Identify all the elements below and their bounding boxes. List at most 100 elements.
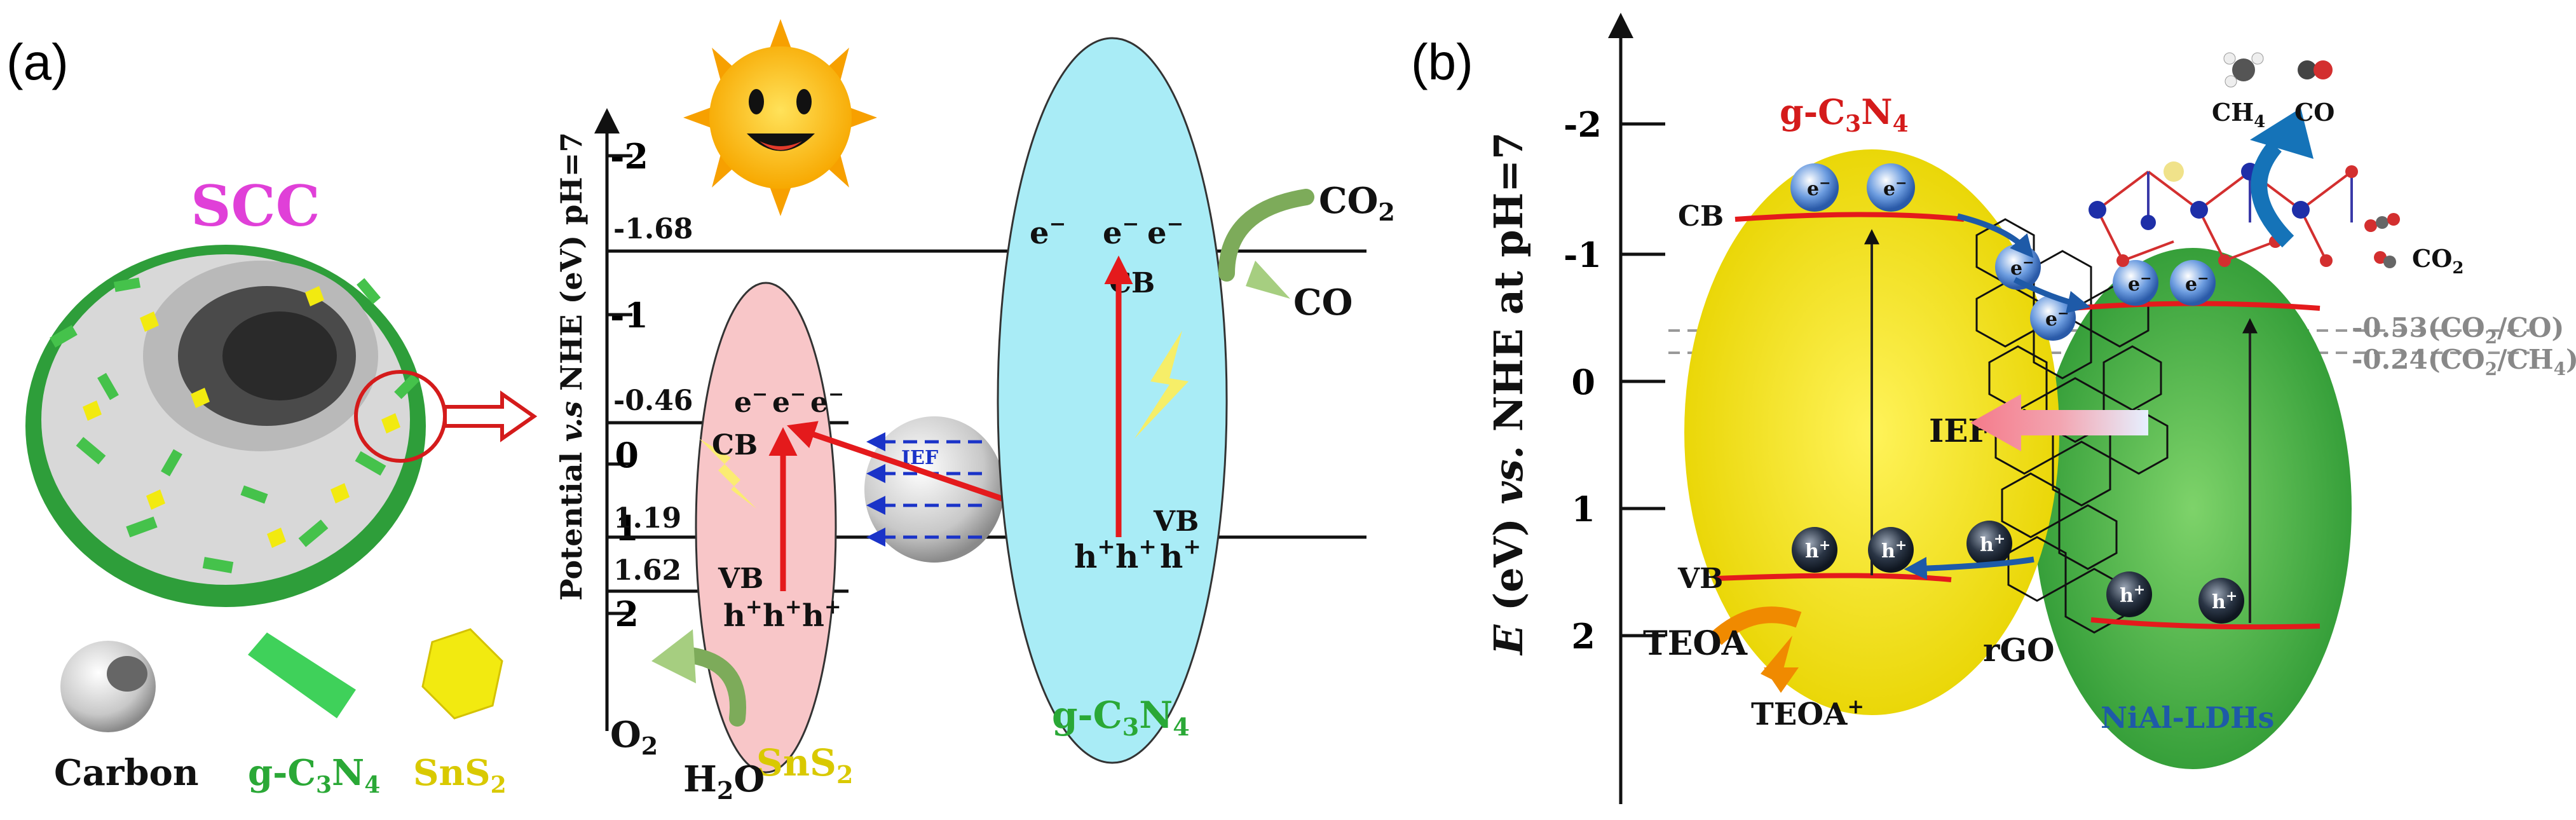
rgo-label: rGO [1983,631,2055,669]
legend-sns2-label: SnS2 [413,752,507,798]
legend-sns2: SnS2 [413,628,507,798]
tick-a-n1: -1 [610,295,648,336]
tick-b-2: 2 [1571,616,1595,657]
nial-ldh-blob [2034,248,2352,769]
svg-text:h+: h+ [1074,534,1115,575]
sun-icon [683,19,877,216]
axis-a-title: Potential v.s NHE (eV) pH=7 [554,132,589,601]
hole-transfer-arrow [1904,556,2034,580]
panel-a-label: (a) [6,34,69,90]
ch4-label: CH4 [2212,98,2265,132]
legend-carbon: Carbon [54,641,199,794]
level-label-4: 1.62 [613,554,681,587]
svg-text:h+: h+ [802,594,842,634]
electron-transfer-arrow-1 [1956,213,2034,258]
vb-label-b: VB [1677,563,1723,595]
ref-label-ch4: -0.24(CO2/CH4) [2352,344,2576,379]
legend-gcn-label: g-C3N4 [248,752,380,798]
panel-b-label: (b) [1411,34,1473,90]
gcn-holes-b: h+ h+ [1792,527,1914,573]
sns2-cb-label: CB [712,429,758,461]
tick-a-n2: -2 [610,136,648,177]
gcn-lightning-icon [1135,331,1189,439]
svg-text:h+: h+ [1160,534,1201,575]
svg-text:e−: e− [2128,270,2152,296]
svg-text:e−: e− [1147,212,1183,251]
carbon-sphere-icon [864,416,1004,563]
gcn-vb-label: VB [1153,505,1199,538]
co-molecule-icon [2298,60,2333,79]
axis-b-title: E (eV) vs. NHE at pH=7 [1485,132,1532,656]
cb-label-b: CB [1678,200,1724,233]
gcn-band-ellipse [997,37,1228,764]
nial-electrons-b: e− e− e− e− [1995,244,2216,341]
scc-label: SCC [191,173,320,239]
co2-label-b: CO2 [2412,244,2464,278]
gcn-electrons-b: e− e− [1790,163,1915,212]
co2-label-a: CO2 [1319,180,1395,226]
ldh-crystal-structure-icon [2089,161,2358,267]
tick-b-n2: -2 [1564,104,1602,145]
svg-text:h+: h+ [1115,534,1157,575]
level-label-1: -1.68 [613,213,693,245]
svg-text:e−: e− [1883,175,1907,200]
tick-b-1: 1 [1571,489,1595,530]
sns2-electrons: e− e− e− [734,383,844,419]
gcn-holes: h+ h+ h+ [1074,534,1201,575]
sns2-label: SnS2 [756,741,853,789]
svg-text:e−: e− [734,383,768,419]
gcn-cb-line [1734,212,1965,222]
product-release-arrow [2251,140,2294,248]
sns2-band-ellipse [695,282,837,774]
teoa-plus-label: TEOA+ [1751,694,1864,732]
svg-text:h+: h+ [2120,582,2145,607]
legend-carbon-label: Carbon [54,752,199,794]
teoa-oxidation-arrow [1710,606,1802,645]
o2-label: O2 [610,714,658,760]
co-label-a: CO [1293,282,1353,324]
axis-b-ticks: -2 -1 0 1 2 [1564,104,1665,657]
svg-text:e−: e− [810,383,844,419]
nial-label: NiAl-LDHs [2101,700,2274,735]
gcn-electrons: e− e− e− [1030,212,1183,251]
svg-text:h+: h+ [723,594,763,634]
axis-a-ticks: -2 -1 0 1 2 [607,136,648,634]
svg-text:e−: e− [772,383,806,419]
zoom-arrow [443,390,538,442]
ch4-molecule-icon [2223,52,2264,88]
o2-evolution-arrow [678,646,746,727]
nial-vb-line [2090,617,2320,630]
co2-molecule-icon [2364,213,2400,268]
svg-text:e−: e− [1103,212,1139,251]
gcn-vb-line [1715,573,1952,582]
svg-text:e−: e− [1807,175,1831,200]
ief-arrow-b [1970,394,2148,451]
level-label-2: -0.46 [613,385,693,417]
svg-text:h+: h+ [1805,537,1830,563]
gcn-label-b: g-C3N4 [1780,92,1909,137]
ref-label-co: -0.53(CO2/CO) [2352,312,2564,348]
level-label-3: 1.19 [613,502,681,535]
svg-text:h+: h+ [2212,588,2237,613]
teoa-label: TEOA [1643,624,1748,663]
sns2-lightning-icon [699,439,756,509]
svg-text:h+: h+ [1881,537,1907,563]
sns2-holes: h+ h+ h+ [723,594,842,634]
svg-text:h+: h+ [1980,531,2005,556]
panel-a: (a) SCC [6,19,1395,805]
gcn-label-a: g-C3N4 [1052,694,1190,741]
svg-text:e−: e− [2010,254,2034,280]
svg-text:e−: e− [1030,212,1066,251]
h2o-label: H2O [683,758,765,805]
co-label-b: CO [2294,98,2334,126]
tick-a-0: 0 [615,435,639,475]
nial-holes-b: h+ h+ h+ [1966,521,2244,624]
svg-text:e−: e− [2185,270,2209,296]
electron-transfer-arrow-2 [2013,277,2091,313]
tick-a-2: 2 [615,594,639,634]
sns2-vb-label: VB [718,563,763,595]
svg-text:h+: h+ [763,594,802,634]
tick-a-1: 1 [615,508,639,549]
panel-b: (b) -2 -1 0 1 2 E (eV) vs. NHE at pH=7 -… [1411,13,2576,804]
